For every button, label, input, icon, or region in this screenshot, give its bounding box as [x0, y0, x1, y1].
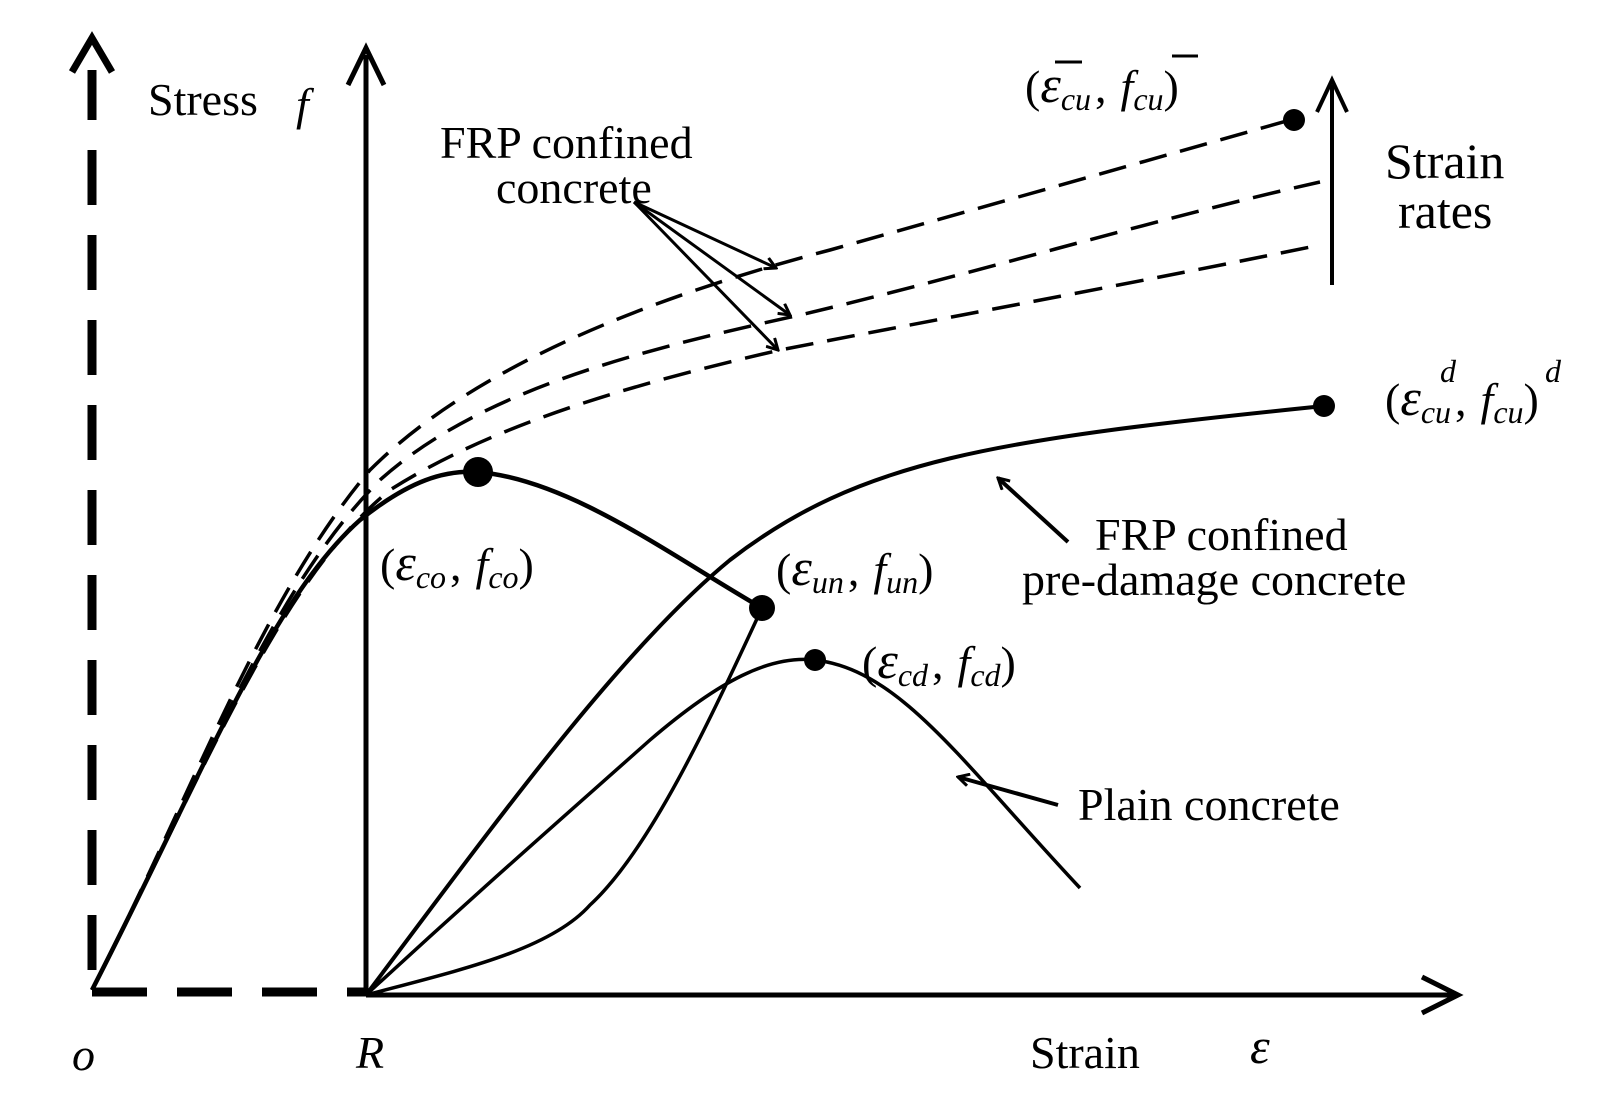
- arrow-to-confined-high: [633, 200, 776, 268]
- label-predamage-ultimate: (εcu,fcu) d d: [1385, 353, 1562, 430]
- origin-r-label: R: [355, 1027, 384, 1078]
- label-peak-cd: (εcd,fcd): [862, 633, 1016, 693]
- solid-strain-axis-arrowhead: [1420, 974, 1464, 1016]
- svg-text:d: d: [1440, 353, 1457, 389]
- dashed-stress-axis-arrowhead: [68, 31, 116, 74]
- frp-predamage-curve: [364, 404, 1325, 997]
- arrow-to-frp-predamage: [998, 478, 1070, 544]
- reload-curve-unload: [365, 607, 764, 997]
- confined-curve-low: [90, 243, 1321, 991]
- arrow-to-confined-mid: [633, 200, 790, 315]
- svg-text:(εcu,fcu): (εcu,fcu): [1025, 57, 1179, 117]
- label-unload: (εun,fun): [776, 540, 933, 600]
- strain-rates-label-line1: Strain: [1385, 133, 1504, 189]
- origin-o-label: o: [72, 1029, 95, 1080]
- stress-symbol-label: f: [296, 79, 315, 130]
- plain-concrete-label: Plain concrete: [1078, 779, 1340, 830]
- point-peak-cd: [804, 649, 826, 671]
- frp-predamage-label-line1: FRP confined: [1095, 509, 1348, 560]
- plain-concrete-virgin-curve: [89, 469, 764, 992]
- svg-text:d: d: [1545, 353, 1562, 389]
- label-peak-co: (εco,fco): [380, 535, 534, 595]
- point-confined-ultimate: [1283, 109, 1305, 131]
- frp-confined-label-line1: FRP confined: [440, 117, 693, 168]
- strain-symbol-label: ε: [1250, 1018, 1270, 1074]
- stress-word-label: Stress: [148, 74, 258, 125]
- solid-stress-axis-arrowhead: [345, 42, 387, 87]
- frp-confined-label-line2: concrete: [496, 162, 652, 213]
- point-peak-co: [463, 457, 493, 487]
- svg-text:(εcu,fcu): (εcu,fcu): [1385, 370, 1539, 430]
- arrow-to-plain-concrete: [958, 777, 1059, 807]
- label-confined-ultimate: (εcu,fcu): [1025, 54, 1198, 117]
- frp-predamage-label-line2: pre-damage concrete: [1022, 554, 1406, 605]
- strain-rates-arrowhead: [1315, 75, 1349, 113]
- point-unload: [749, 595, 775, 621]
- plain-concrete-predamage-curve: [364, 657, 1082, 997]
- strain-word-label: Strain: [1030, 1027, 1140, 1078]
- point-predamage-ultimate: [1313, 395, 1335, 417]
- strain-rates-label-line2: rates: [1398, 183, 1492, 239]
- arrow-to-confined-low: [632, 200, 778, 350]
